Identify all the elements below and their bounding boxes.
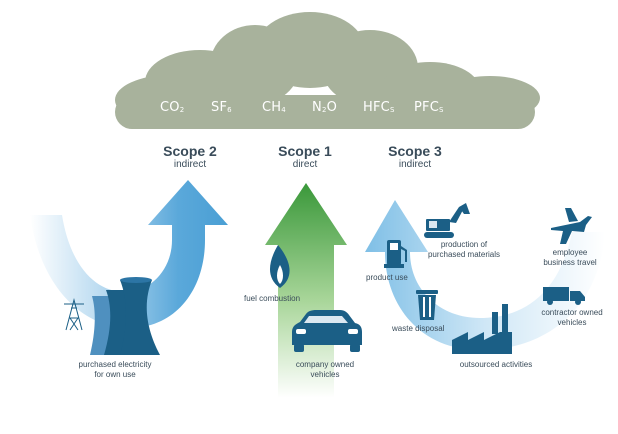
airplane-icon	[551, 208, 592, 244]
gas-n2o: N2O	[312, 100, 338, 115]
gas-hfcs: HFCS	[363, 100, 395, 115]
factory-icon	[452, 304, 512, 354]
label-fuel-combustion: fuel combustion	[244, 294, 301, 303]
trash-bin-icon	[416, 290, 438, 320]
gas-sf6: SF6	[211, 100, 232, 115]
scope3-subtitle: indirect	[398, 159, 432, 170]
label-outsourced: outsourced activities	[459, 360, 533, 369]
gas-ch4: CH4	[262, 100, 286, 115]
cooling-tower-icon	[90, 277, 160, 355]
scope2-subtitle: indirect	[173, 159, 207, 170]
gas-co2: CO2	[160, 100, 185, 115]
excavator-icon	[424, 203, 470, 238]
scope1-title: Scope 1	[278, 143, 332, 159]
label-waste-disposal: waste disposal	[392, 324, 445, 333]
car-icon	[292, 310, 362, 352]
greenhouse-gas-cloud	[115, 12, 540, 129]
flame-icon	[270, 245, 290, 288]
gas-pfcs: PFCS	[414, 100, 444, 115]
scope3-title: Scope 3	[388, 143, 442, 159]
power-pylon-icon	[64, 298, 84, 331]
scope2-title: Scope 2	[163, 143, 217, 159]
scope1-subtitle: direct	[292, 159, 318, 170]
label-product-use: product use	[366, 273, 408, 282]
truck-icon	[543, 287, 585, 305]
fuel-pump-icon	[384, 240, 407, 268]
scope2-arrow	[30, 180, 228, 329]
